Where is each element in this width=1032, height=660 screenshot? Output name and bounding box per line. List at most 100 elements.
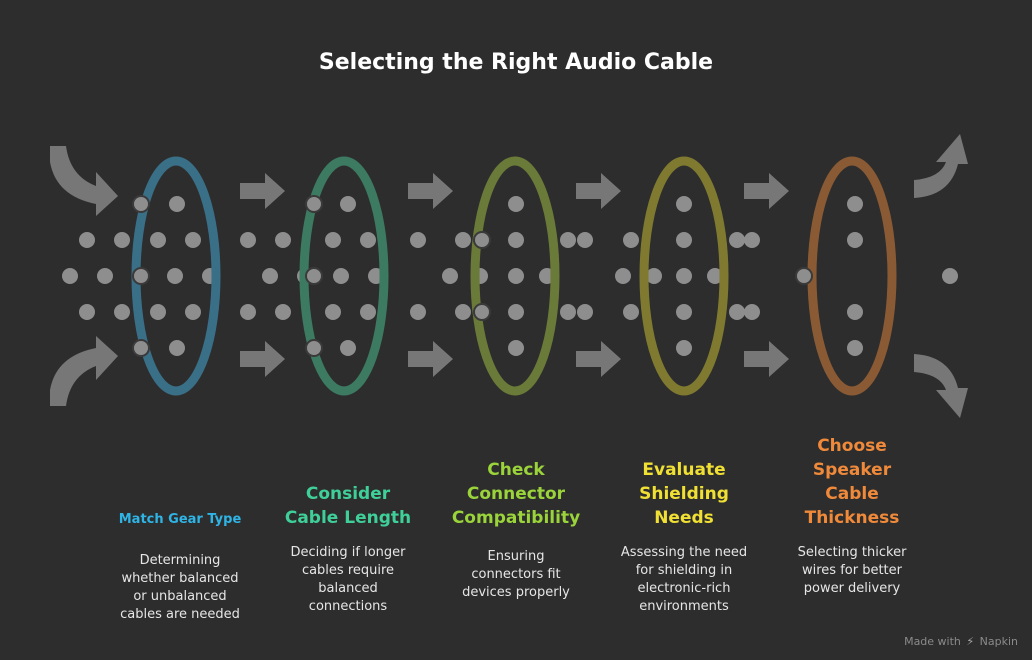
flow-dot	[169, 196, 185, 212]
step-title-line: Cable Length	[284, 508, 412, 528]
step-description: Selecting thicker wires for better power…	[767, 544, 937, 598]
flow-dot	[240, 232, 256, 248]
step-description-line: for shielding in	[635, 563, 733, 578]
step-check-connector-compatibility: Check Connector Compatibility Ensuring c…	[431, 458, 601, 602]
step-description-line: electronic-rich	[637, 581, 731, 596]
flow-dot	[442, 268, 458, 284]
flow-dot	[360, 304, 376, 320]
right-arrow-icon	[744, 341, 789, 377]
flow-dot	[676, 268, 692, 284]
ring-entry-dot	[473, 231, 491, 249]
step-description-line: wires for better	[801, 563, 902, 578]
ring-entry-dot	[305, 267, 323, 285]
flow-dot	[114, 304, 130, 320]
flow-dot	[150, 304, 166, 320]
flow-dot	[676, 232, 692, 248]
step-description: Determining whether balanced or unbalanc…	[95, 552, 265, 624]
step-title: Consider Cable Length	[263, 482, 433, 530]
step-description-line: power delivery	[803, 581, 901, 596]
flow-dot	[560, 304, 576, 320]
flow-dot	[114, 232, 130, 248]
flow-dot	[325, 232, 341, 248]
step-title: Match Gear Type	[95, 508, 265, 532]
right-arrow-icon	[408, 173, 453, 209]
step-title-line: Check	[487, 460, 545, 480]
flow-dot	[676, 304, 692, 320]
step-description-line: devices properly	[462, 585, 570, 600]
step-title: Evaluate Shielding Needs	[599, 458, 769, 530]
flow-dot	[676, 340, 692, 356]
step-title-line: Speaker	[812, 460, 892, 480]
flow-dot	[275, 304, 291, 320]
flow-dot	[847, 196, 863, 212]
flow-dot	[577, 232, 593, 248]
flow-dot	[262, 268, 278, 284]
flow-dot	[623, 232, 639, 248]
ring-icon	[807, 156, 897, 396]
step-description: Deciding if longer cables require balanc…	[263, 544, 433, 616]
right-arrow-icon	[408, 341, 453, 377]
flow-dot	[623, 304, 639, 320]
flow-dot	[240, 304, 256, 320]
step-description-line: environments	[639, 599, 729, 614]
step-title-line: Cable	[825, 484, 879, 504]
step-evaluate-shielding-needs: Evaluate Shielding Needs Assessing the n…	[599, 458, 769, 616]
ring-entry-dot	[795, 267, 813, 285]
flow-dot	[360, 232, 376, 248]
napkin-bolt-icon: ⚡	[966, 635, 975, 648]
flow-dot	[729, 232, 745, 248]
step-description-line: cables are needed	[120, 607, 240, 622]
step-description-line: Ensuring	[487, 549, 545, 564]
right-arrow-icon	[240, 173, 285, 209]
step-description-line: cables require	[301, 563, 395, 578]
flow-dot	[62, 268, 78, 284]
flow-dot	[646, 268, 662, 284]
flow-dot	[79, 232, 95, 248]
flow-dot	[847, 304, 863, 320]
step-title-line: Thickness	[804, 508, 900, 528]
step-description-line: or unbalanced	[133, 589, 227, 604]
step-title-line: Shielding	[639, 484, 729, 504]
flow-dot	[340, 196, 356, 212]
flow-dot	[150, 232, 166, 248]
step-consider-cable-length: Consider Cable Length Deciding if longer…	[263, 482, 433, 616]
flow-dot	[325, 304, 341, 320]
step-title-line: Connector	[466, 484, 566, 504]
flow-dot	[744, 232, 760, 248]
flow-dot	[942, 268, 958, 284]
step-title-line: Compatibility	[451, 508, 581, 528]
flow-dot	[169, 340, 185, 356]
flow-dot	[847, 232, 863, 248]
ring-entry-dot	[305, 339, 323, 357]
step-description-line: connectors fit	[471, 567, 561, 582]
ring-entry-dot	[132, 339, 150, 357]
step-description-line: Determining	[139, 553, 221, 568]
right-arrow-icon	[744, 173, 789, 209]
flow-dot	[333, 268, 349, 284]
flow-dot	[508, 196, 524, 212]
step-title-line: Needs	[654, 508, 714, 528]
footer-watermark: Made with ⚡ Napkin	[904, 635, 1018, 648]
ring-icon	[299, 156, 389, 396]
flow-dot	[744, 304, 760, 320]
flow-dot	[508, 340, 524, 356]
flow-dot	[185, 232, 201, 248]
ring-icon	[470, 156, 560, 396]
curved-arrow-in-top-icon	[50, 146, 118, 216]
ring-entry-dot	[305, 195, 323, 213]
ring-entry-dot	[473, 303, 491, 321]
step-description-line: connections	[308, 599, 388, 614]
step-description-line: Selecting thicker	[797, 545, 907, 560]
flow-dot	[340, 340, 356, 356]
step-title-line: Choose	[817, 436, 887, 456]
flow-dot	[167, 268, 183, 284]
flow-dot	[97, 268, 113, 284]
step-title-line: Evaluate	[642, 460, 726, 480]
step-description-line: Deciding if longer	[290, 545, 406, 560]
flow-dot	[410, 304, 426, 320]
flow-dot	[560, 232, 576, 248]
ring-entry-dot	[132, 195, 150, 213]
flow-dot	[185, 304, 201, 320]
flow-dot	[729, 304, 745, 320]
